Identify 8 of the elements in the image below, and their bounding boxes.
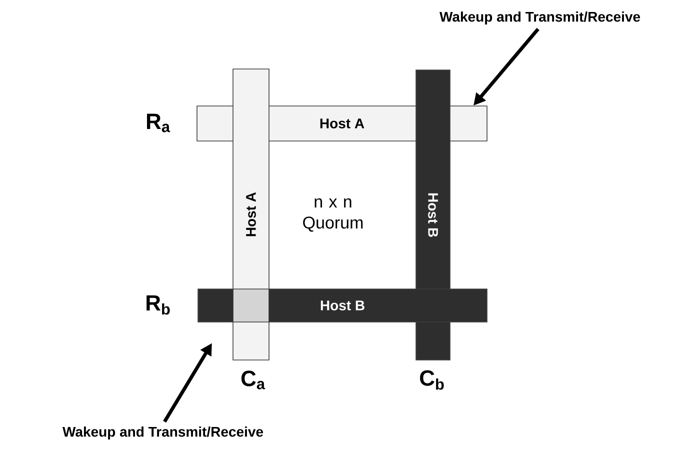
callout-text: Wakeup and Transmit/Receive	[440, 11, 640, 25]
callout-text: Wakeup and Transmit/Receive	[62, 426, 264, 440]
column-label: C$_{a}$	[241, 370, 266, 390]
column-label: C$_{b}$	[420, 370, 444, 390]
quorum-label: n x n Quorum	[303, 198, 363, 232]
row-label: R$_{b}$	[146, 295, 170, 315]
host-bar: Host B	[198, 288, 488, 322]
row-label: R$_{a}$	[147, 114, 170, 132]
